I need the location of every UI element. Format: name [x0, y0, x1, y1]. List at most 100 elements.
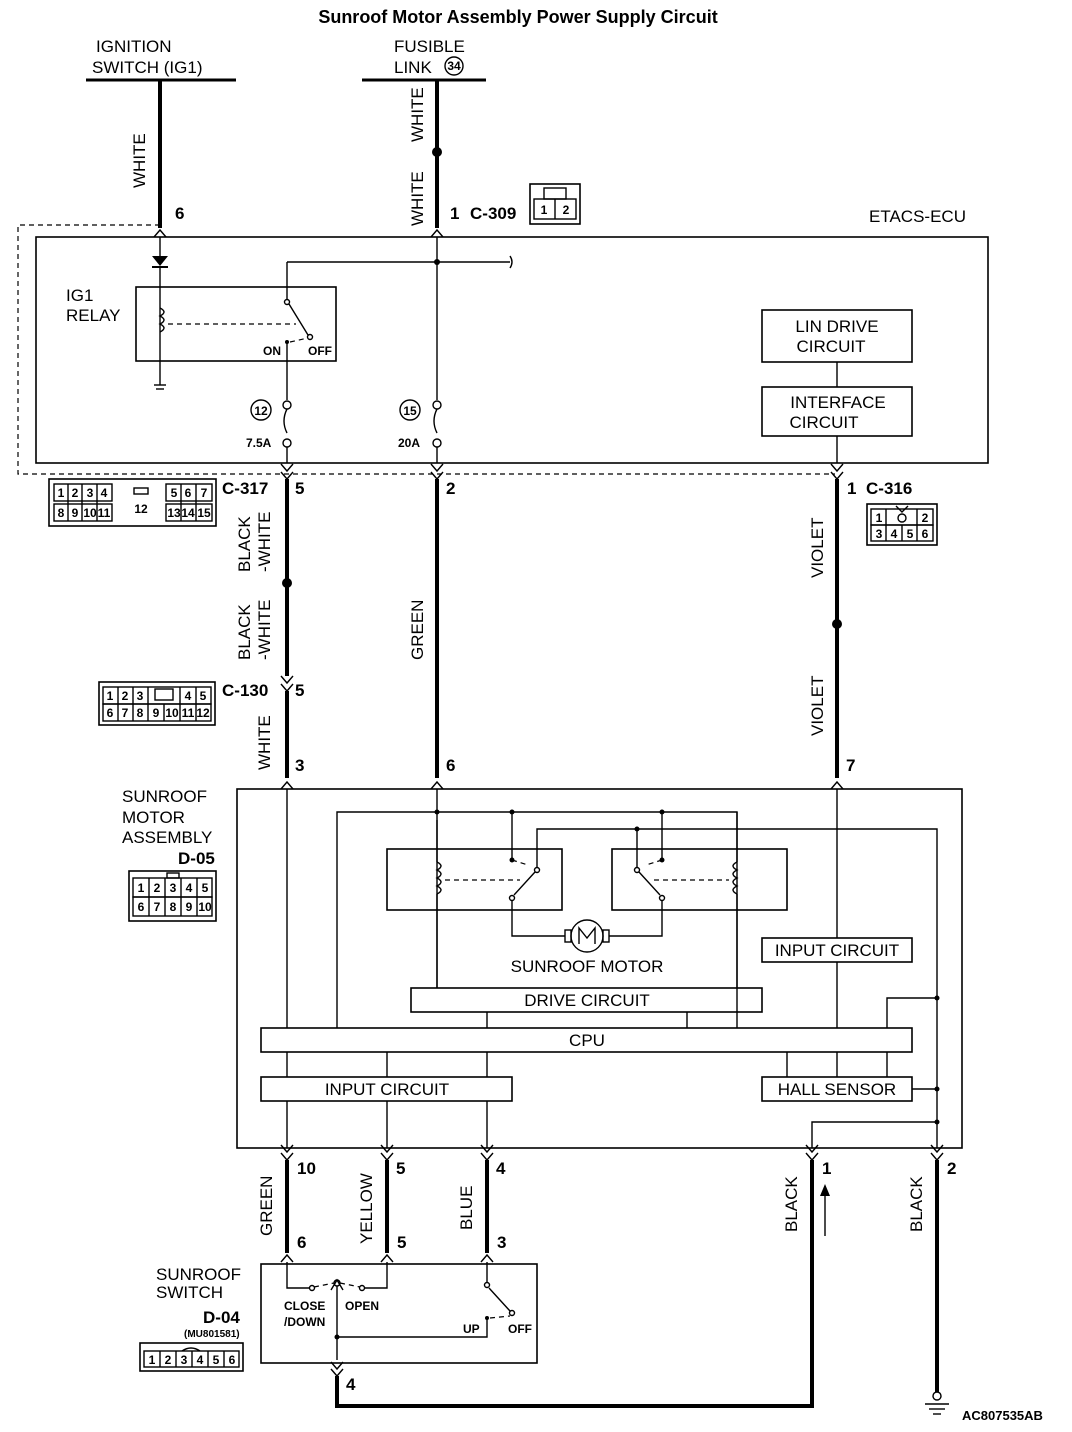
drive-circuit-label: DRIVE CIRCUIT	[524, 991, 650, 1010]
svg-text:9: 9	[72, 506, 79, 520]
relay-label-1: IG1	[66, 286, 93, 305]
pin-c317-5: 5	[295, 479, 304, 498]
pin-d05-1: 1	[822, 1159, 831, 1178]
pin-d05-4: 4	[496, 1159, 506, 1178]
switch-open-label: OPEN	[345, 1299, 379, 1313]
connector-d05-label: D-05	[178, 849, 215, 868]
svg-text:2: 2	[72, 486, 79, 500]
etacs-ecu-label: ETACS-ECU	[869, 207, 966, 226]
connector-c309-label: C-309	[470, 204, 516, 223]
switch-up-blade	[488, 1287, 511, 1312]
svg-text:5: 5	[213, 1353, 220, 1367]
svg-text:4: 4	[197, 1353, 204, 1367]
svg-text:6: 6	[922, 527, 929, 541]
svg-text:2: 2	[122, 689, 129, 703]
wire-label-yellow: YELLOW	[357, 1173, 376, 1244]
motor-assembly-label-1: SUNROOF	[122, 787, 207, 806]
connector-c316-icon: 1 2 3 4 5 6	[866, 503, 938, 546]
motor-assembly-label-2: MOTOR	[122, 808, 185, 827]
fuse-12-icon	[282, 400, 292, 448]
motor-relay-left-box	[386, 848, 563, 911]
svg-text:9: 9	[186, 900, 193, 914]
svg-text:6: 6	[185, 486, 192, 500]
input-circuit-top-label: INPUT CIRCUIT	[775, 941, 899, 960]
svg-text:11: 11	[98, 506, 111, 520]
wire-label-black-white-1b: -WHITE	[255, 512, 274, 572]
terminal-marks-switch-top	[280, 1253, 494, 1263]
terminal-marks-motor-top	[280, 780, 844, 790]
svg-text:15: 15	[197, 506, 211, 520]
connector-d04-label: D-04	[203, 1308, 240, 1327]
svg-text:3: 3	[181, 1353, 188, 1367]
svg-text:3: 3	[137, 689, 144, 703]
pin-d04-6: 6	[297, 1233, 306, 1252]
switch-label-1: SUNROOF	[156, 1265, 241, 1284]
svg-text:10: 10	[165, 706, 179, 720]
wire-label-black-2: BLACK	[907, 1176, 926, 1232]
svg-text:12: 12	[196, 706, 210, 720]
fusible-number-circle	[444, 56, 464, 76]
svg-text:11: 11	[182, 706, 195, 720]
pin-d05-7: 7	[846, 756, 855, 775]
svg-text:1: 1	[149, 1353, 156, 1367]
svg-text:7: 7	[122, 706, 129, 720]
switch-up-label: UP	[463, 1322, 480, 1336]
relay-switch-blade	[288, 303, 309, 336]
svg-text:2: 2	[154, 881, 161, 895]
diagram-code: AC807535AB	[962, 1408, 1043, 1423]
ignition-label-1: IGNITION	[96, 37, 172, 56]
fusible-label-1: FUSIBLE	[394, 37, 465, 56]
wire-label-white-3: WHITE	[408, 171, 427, 226]
wire-label-black-white-2a: BLACK	[235, 604, 254, 660]
motor-relay-right-coil-icon	[732, 861, 739, 895]
fuse-15-icon	[432, 400, 442, 448]
switch-label-2: SWITCH	[156, 1283, 223, 1302]
motor-relay-right-box	[611, 848, 788, 911]
svg-text:4: 4	[101, 486, 108, 500]
direction-arrow-icon	[820, 1184, 830, 1236]
fuse-12-rating: 7.5A	[246, 436, 272, 450]
sunroof-motor-icon	[564, 919, 610, 953]
interface-label-2: CIRCUIT	[790, 413, 859, 432]
connector-c309-icon: 1 2	[529, 183, 581, 225]
input-circuit-bottom-label: INPUT CIRCUIT	[325, 1080, 449, 1099]
svg-text:1: 1	[876, 511, 883, 525]
wire-label-black-1: BLACK	[782, 1176, 801, 1232]
wire-label-green-1: GREEN	[408, 600, 427, 660]
sunroof-switch-box	[260, 1263, 538, 1364]
relay-off-label: OFF	[308, 344, 332, 358]
fusible-number: 34	[447, 59, 461, 73]
svg-text:7: 7	[201, 486, 208, 500]
wire-black-1	[335, 1160, 814, 1408]
svg-text:3: 3	[876, 527, 883, 541]
pin-fus-1: 1	[450, 204, 459, 223]
ground-icon-relay	[154, 384, 166, 390]
svg-text:9: 9	[153, 706, 160, 720]
wire-label-white-1: WHITE	[130, 133, 149, 188]
svg-text:4: 4	[891, 527, 898, 541]
wire-label-blue: BLUE	[457, 1186, 476, 1230]
pin-d05-3: 3	[295, 756, 304, 775]
diagram-title: Sunroof Motor Assembly Power Supply Circ…	[318, 7, 717, 27]
connector-c317-label: C-317	[222, 479, 268, 498]
fuse-15-number-circle	[399, 399, 421, 421]
svg-text:3: 3	[170, 881, 177, 895]
pin-d05-5: 5	[396, 1159, 405, 1178]
connector-c130-icon: 1 2 3 4 5 6 7 8 9 10 11 12	[98, 681, 216, 726]
svg-text:5: 5	[907, 527, 914, 541]
relay-coil-icon	[158, 307, 165, 333]
svg-text:7: 7	[154, 900, 161, 914]
cpu-label: CPU	[569, 1031, 605, 1050]
splice-dot-top	[432, 147, 442, 157]
pin-c317-2: 2	[446, 479, 455, 498]
cpu-box	[260, 1027, 913, 1053]
connector-c130-label: C-130	[222, 681, 268, 700]
wire-label-white-4: WHITE	[255, 715, 274, 770]
wire-label-black-white-1a: BLACK	[235, 516, 254, 572]
svg-text:5: 5	[202, 881, 209, 895]
switch-close-label-1: CLOSE	[284, 1299, 325, 1313]
fuse-15-rating: 20A	[398, 436, 420, 450]
wire-label-violet-1: VIOLET	[808, 518, 827, 578]
svg-text:14: 14	[181, 506, 195, 520]
